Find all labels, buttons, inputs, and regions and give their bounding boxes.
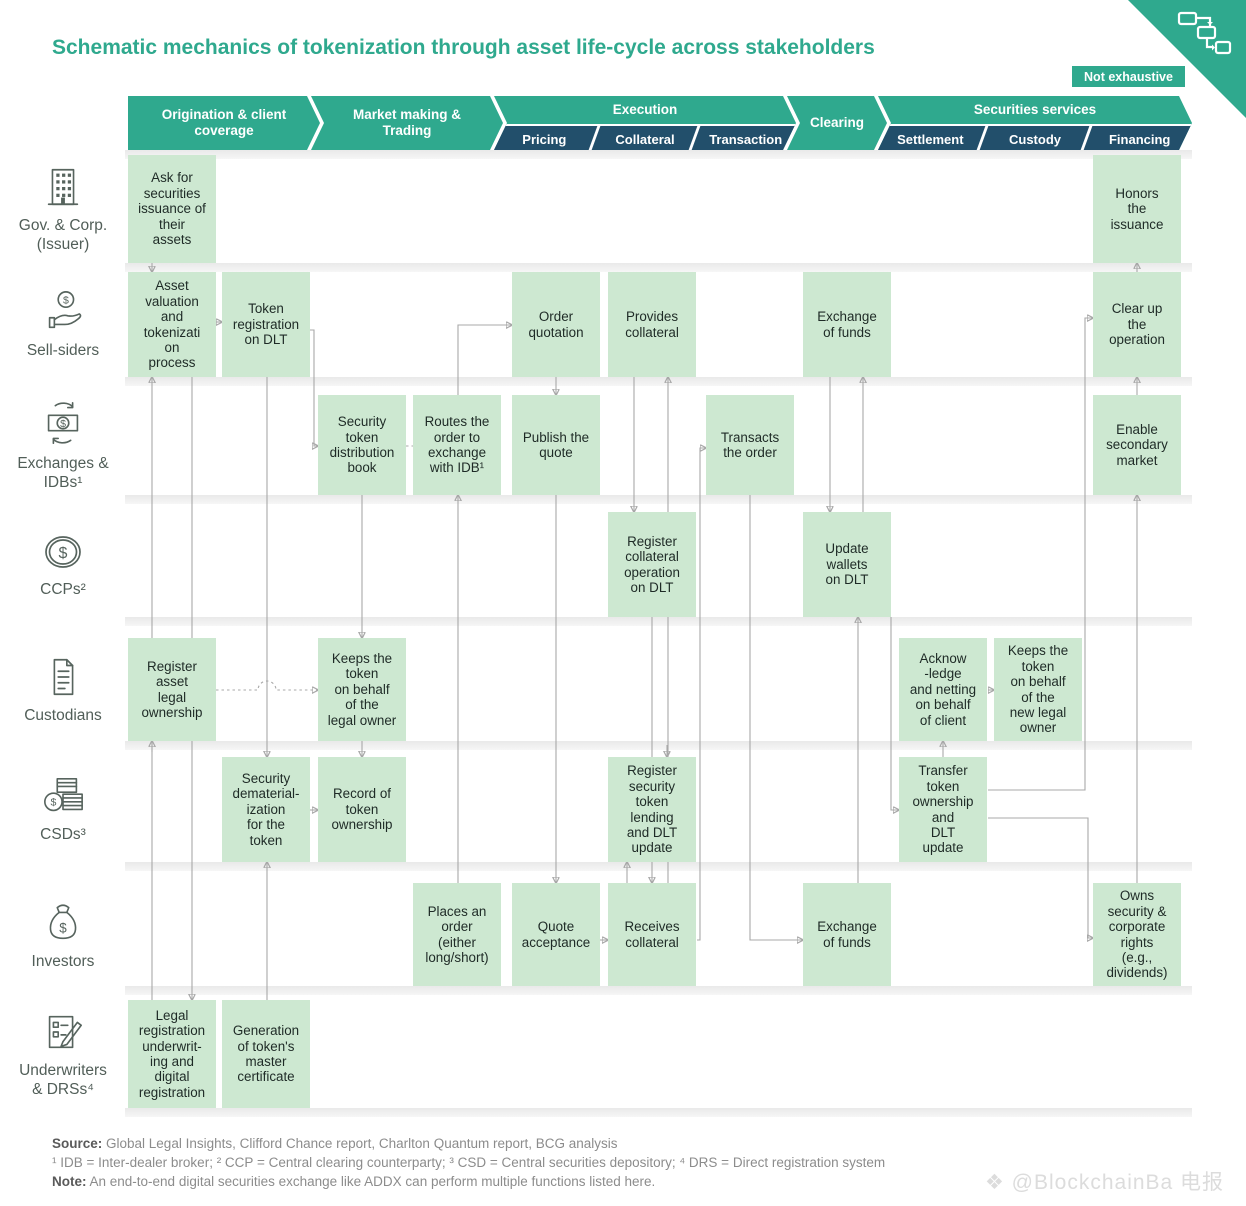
page-title: Schematic mechanics of tokenization thro… — [52, 36, 875, 59]
row-separator — [125, 741, 1192, 750]
stakeholder-label: Gov. & Corp. (Issuer) — [18, 216, 108, 253]
row-separator — [125, 862, 1192, 871]
coin-stacks-icon: $ — [38, 775, 88, 825]
building-icon — [39, 164, 87, 216]
subphase-settlement: Settlement — [897, 131, 964, 147]
flow-box: Ask for securities issuance of their ass… — [128, 155, 216, 263]
row-separator — [125, 377, 1192, 386]
phase-label: Execution — [612, 102, 678, 118]
flow-box: Honors the issuance — [1093, 155, 1181, 263]
watermark: ❖ @BlockchainBa 电报 — [985, 1171, 1225, 1194]
stakeholder-label: Custodians — [24, 706, 102, 724]
dollar-coin-icon: $ — [38, 530, 88, 580]
row-separator — [125, 150, 1192, 159]
svg-text:$: $ — [51, 796, 57, 808]
stakeholder-underwriters: Underwriters & DRSs⁴ — [0, 1000, 126, 1108]
flowchart-icon — [1177, 11, 1232, 55]
flow-box: Enable secondary market — [1093, 395, 1181, 495]
row-separator — [125, 1108, 1192, 1117]
flow-box: Transfer token ownership and DLT update — [899, 757, 987, 862]
row-separator — [125, 617, 1192, 626]
flow-box: Update wallets on DLT — [803, 512, 891, 617]
phase-label: Origination & client coverage — [161, 107, 287, 138]
flow-box: Publish the quote — [512, 395, 600, 495]
row-separator — [125, 986, 1192, 995]
stakeholder-label: Sell-siders — [26, 341, 100, 359]
subphase-custody: Custody — [975, 124, 1088, 150]
stakeholder-sellsiders: $ Sell-siders — [0, 272, 126, 377]
flow-box: Routes the order to exchange with IDB¹ — [413, 395, 501, 495]
phase-clearing: Clearing — [787, 96, 887, 150]
flow-box: Security dematerial- ization for the tok… — [222, 757, 310, 862]
flow-box: Keeps the token on behalf of the new leg… — [994, 638, 1082, 741]
stakeholder-investors: $ Investors — [0, 883, 126, 986]
flow-box: Token registration on DLT — [222, 272, 310, 377]
flow-box: Asset valuation and tokenizati on proces… — [128, 272, 216, 377]
row-separator — [125, 495, 1192, 504]
svg-text:$: $ — [63, 294, 69, 306]
banknote-exchange-icon: $ — [37, 398, 89, 454]
not-exhaustive-badge: Not exhaustive — [1072, 66, 1185, 87]
phase-market-making-trading: Market making & Trading — [311, 96, 503, 150]
subphase-collateral: Collateral — [587, 124, 696, 150]
subphase-financing: Financing — [1080, 124, 1192, 150]
flow-box: Quote acceptance — [512, 883, 600, 986]
note-label: Note: — [52, 1174, 87, 1190]
flow-box: Receives collateral — [608, 883, 696, 986]
stakeholder-custodians: Custodians — [0, 638, 126, 741]
phase-label: Clearing — [809, 115, 864, 131]
flow-box: Legal registration underwrit- ing and di… — [128, 1000, 216, 1108]
footnote-line: ¹ IDB = Inter-dealer broker; ² CCP = Cen… — [52, 1155, 886, 1171]
footer: Source: Global Legal Insights, Clifford … — [52, 1134, 1132, 1191]
stakeholder-label: Underwriters & DRSs⁴ — [19, 1061, 107, 1098]
phase-label: Market making & Trading — [352, 107, 462, 138]
money-bag-icon: $ — [40, 898, 86, 952]
svg-text:$: $ — [59, 920, 67, 935]
flow-box: Register asset legal ownership — [128, 638, 216, 741]
flow-box: Generation of token's master certificate — [222, 1000, 310, 1108]
flow-box: Keeps the token on behalf of the legal o… — [318, 638, 406, 741]
hand-coin-icon: $ — [39, 289, 87, 341]
stakeholder-label: CSDs³ — [40, 825, 86, 843]
flow-box: Security token distribution book — [318, 395, 406, 495]
note-line: Note: An end-to-end digital securities e… — [52, 1172, 1132, 1191]
flow-box: Places an order (either long/short) — [413, 883, 501, 986]
svg-text:$: $ — [59, 545, 68, 562]
flow-box: Owns security & corporate rights (e.g., … — [1093, 883, 1181, 986]
stakeholder-label: Exchanges & IDBs¹ — [17, 454, 109, 491]
flow-box: Acknow -ledge and netting on behalf of c… — [899, 638, 987, 741]
stakeholder-label: Investors — [31, 952, 95, 970]
stakeholder-gov: Gov. & Corp. (Issuer) — [0, 155, 126, 263]
phase-label: Securities services — [973, 102, 1097, 118]
document-icon — [40, 654, 86, 706]
flow-box: Transacts the order — [706, 395, 794, 495]
svg-text:$: $ — [60, 417, 66, 429]
source-line: Source: Global Legal Insights, Clifford … — [52, 1134, 1132, 1153]
stakeholder-ccps: $ CCPs² — [0, 512, 126, 617]
flow-box: Record of token ownership — [318, 757, 406, 862]
flow-box: Register security token lending and DLT … — [608, 757, 696, 862]
phase-origination-client-coverage: Origination & client coverage — [128, 96, 320, 150]
row-separator — [125, 263, 1192, 272]
note-text: An end-to-end digital securities exchang… — [86, 1174, 656, 1190]
stakeholder-label: CCPs² — [40, 580, 86, 598]
flow-box: Exchange of funds — [803, 272, 891, 377]
subphase-pricing: Pricing — [522, 131, 567, 147]
checklist-pencil-icon — [39, 1009, 87, 1061]
stakeholder-exchanges: $ Exchanges & IDBs¹ — [0, 395, 126, 495]
subphase-transaction: Transaction — [688, 124, 796, 150]
source-label: Source: — [52, 1136, 103, 1151]
flow-box: Provides collateral — [608, 272, 696, 377]
flow-box: Clear up the operation — [1093, 272, 1181, 377]
flow-box: Exchange of funds — [803, 883, 891, 986]
flow-box: Register collateral operation on DLT — [608, 512, 696, 617]
source-text: Global Legal Insights, Clifford Chance r… — [102, 1136, 618, 1151]
flow-box: Order quotation — [512, 272, 600, 377]
stakeholder-csds: $ CSDs³ — [0, 757, 126, 862]
